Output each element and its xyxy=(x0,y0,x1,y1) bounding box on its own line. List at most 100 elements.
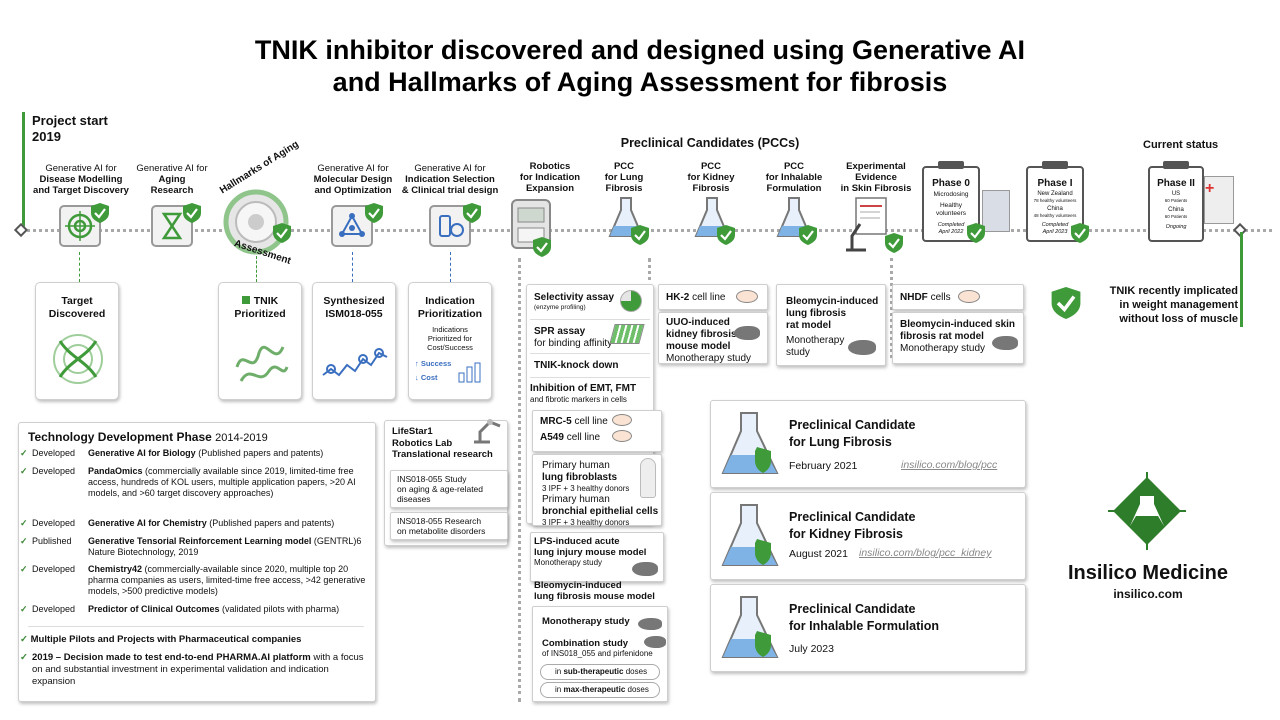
tech-row-status: Developed xyxy=(32,604,76,614)
tech-phase-card xyxy=(18,422,376,702)
check-icon: ✓ xyxy=(20,518,28,528)
pcc-lung-title: Preclinical Candidate for Lung Fibrosis xyxy=(789,417,915,451)
robotics-lab-l2: Robotics Lab xyxy=(392,437,453,449)
lps-text: LPS-induced acute lung injury mouse mode… xyxy=(534,536,646,568)
connector-target xyxy=(79,252,80,282)
tech-row-status: Developed xyxy=(32,564,76,574)
pcc-inhal-date: July 2023 xyxy=(789,643,834,655)
brand-name: Insilico Medicine xyxy=(1067,562,1229,584)
max-therapeutic-pill: in max-therapeutic doses xyxy=(540,682,660,698)
pcc-kidney-date: August 2021 xyxy=(789,548,848,560)
shield-kidney-icon xyxy=(717,225,735,245)
hk2-text: HK-2 cell line xyxy=(666,292,725,304)
synth-card: Synthesized ISM018-055 xyxy=(312,282,396,400)
stage-pcc-lung-label: PCC for Lung Fibrosis xyxy=(594,161,654,194)
stage-pcc-inhal-l1: PCC xyxy=(783,161,805,172)
sub-bold: sub-therapeutic xyxy=(563,667,624,676)
tech-row-bold: PandaOmics xyxy=(88,466,143,476)
pcc-card-lung: Preclinical Candidate for Lung Fibrosis … xyxy=(710,400,1026,488)
stage-robotics-l3: Expansion xyxy=(525,183,575,194)
phase2-l5: Ongoing xyxy=(1165,224,1187,230)
pcc-inhal-title: Preclinical Candidate for Inhalable Form… xyxy=(789,601,939,635)
tech-b2-rest: with a focus on and substantial investme… xyxy=(32,652,364,687)
robotics-lab-title: LifeStar1 Robotics Lab Translational res… xyxy=(392,426,493,461)
shield-disease-icon xyxy=(91,203,109,223)
study-aging-l2: on aging & age-related xyxy=(397,484,484,494)
a549-line: A549 cell line xyxy=(540,432,600,444)
nhdf-sub: cells xyxy=(930,292,951,303)
stage-aging-l1: Generative AI for xyxy=(136,163,208,174)
primary-bronchial-l2: bronchial epithelial cells xyxy=(542,506,659,517)
tech-row-rest: (Published papers and patents) xyxy=(195,448,324,458)
synth-card-l2: ISM018-055 xyxy=(325,308,383,320)
pcc-lung-link[interactable]: insilico.com/blog/pcc xyxy=(901,459,998,471)
emt-title: Inhibition of EMT, FMT xyxy=(530,383,637,394)
shield-inhal-icon xyxy=(799,225,817,245)
skin-sub: Monotherapy study xyxy=(900,343,986,354)
study-metabolite-text: INS018-055 Research on metabolite disord… xyxy=(397,516,507,536)
assay-divider-2 xyxy=(530,353,650,354)
success-text: Success xyxy=(420,359,452,368)
brand-url: insilico.com xyxy=(1113,587,1183,601)
tech-row-bold: Chemistry42 xyxy=(88,564,143,574)
tnik-card-l1-text: TNIK xyxy=(253,295,279,307)
cell-lines-card xyxy=(532,410,662,452)
shield-lung-icon xyxy=(631,225,649,245)
mrc-line: MRC-5 cell line xyxy=(540,416,608,428)
indic-card-l1: Indication xyxy=(425,295,475,307)
phase2-l4: 60 Patients xyxy=(1164,214,1188,219)
petri-dish-icon-3 xyxy=(736,290,758,303)
insilico-logo-icon xyxy=(1106,470,1188,552)
primary-bronchial-l1: Primary human xyxy=(542,494,610,505)
title-line-1: TNIK inhibitor discovered and designed u… xyxy=(254,35,1026,65)
robotics-lab-l3: Translational research xyxy=(392,449,493,460)
shield-phase0-icon xyxy=(967,223,985,243)
check-icon: ✓ xyxy=(20,448,28,458)
phase0-text: Phase 0 Microdosing Healthy volunteers C… xyxy=(922,178,980,236)
stage-pcc-kidney-label: PCC for Kidney Fibrosis xyxy=(679,161,743,194)
current-status-label: Current status xyxy=(1143,139,1219,151)
molecule-icon xyxy=(322,348,388,377)
bleo-l1: Bleomycin-induced xyxy=(534,580,622,591)
project-start-year: 2019 xyxy=(32,129,61,144)
nhdf-bold: NHDF xyxy=(900,292,928,303)
primary-lung: Primary human lung fibroblasts 3 IPF + 3… xyxy=(542,460,629,494)
microscope-icon xyxy=(840,196,896,256)
cost-text: Cost xyxy=(420,373,438,382)
phase0-clip xyxy=(938,161,964,169)
pcc-lung-flask-icon xyxy=(721,412,779,474)
tech-row-status: Published xyxy=(32,536,72,546)
phase1-title: Phase I xyxy=(1037,178,1073,189)
pcc-inhal-t1: Preclinical Candidate xyxy=(789,602,916,616)
sub-post: doses xyxy=(625,667,648,676)
phase1-l3: China xyxy=(1047,206,1063,212)
dna-icon xyxy=(53,334,103,384)
study-metabolite-card: INS018-055 Research on metabolite disord… xyxy=(390,512,508,540)
tech-row-status: Developed xyxy=(32,466,76,476)
pcc-kidney-link[interactable]: insilico.com/blog/pcc_kidney xyxy=(859,547,992,559)
uuo-text: UUO-induced kidney fibrosis mouse model … xyxy=(666,317,751,365)
robot-arm-icon xyxy=(470,412,504,446)
study-aging-text: INS018-055 Study on aging & age-related … xyxy=(397,474,507,504)
target-chip-icon xyxy=(56,202,104,250)
tech-row-bold: Generative AI for Biology xyxy=(88,448,196,458)
stage-pcc-kidney-l1: PCC xyxy=(700,161,722,172)
selectivity-title: Selectivity assay xyxy=(534,292,615,303)
nhdf-text: NHDF cells xyxy=(900,292,951,304)
stage-pcc-lung-l3: Fibrosis xyxy=(605,183,643,194)
inhal-l2: lung fibrosis xyxy=(786,308,846,319)
shield-experimental-icon xyxy=(885,233,903,253)
petri-dish-icon-1 xyxy=(612,414,632,426)
phase2-text: Phase II US 60 Patients China 60 Patient… xyxy=(1148,178,1204,231)
a549-sub: cell line xyxy=(566,432,601,443)
success-label: ↑ Success xyxy=(415,359,452,368)
phase2-l1: US xyxy=(1171,191,1181,197)
mouse-icon-3 xyxy=(644,636,666,648)
study-aging-l3: diseases xyxy=(397,494,431,504)
tech-row-rest: (Published papers and patents) xyxy=(206,518,335,528)
pcc-inhal-flask-icon xyxy=(721,596,779,658)
pcc-inhal-t2: for Inhalable Formulation xyxy=(789,619,940,633)
pcc-lung-t2: for Lung Fibrosis xyxy=(789,435,892,449)
pcc-kidney-title: Preclinical Candidate for Kidney Fibrosi… xyxy=(789,509,915,543)
bleo-l2: lung fibrosis mouse model xyxy=(534,591,655,602)
